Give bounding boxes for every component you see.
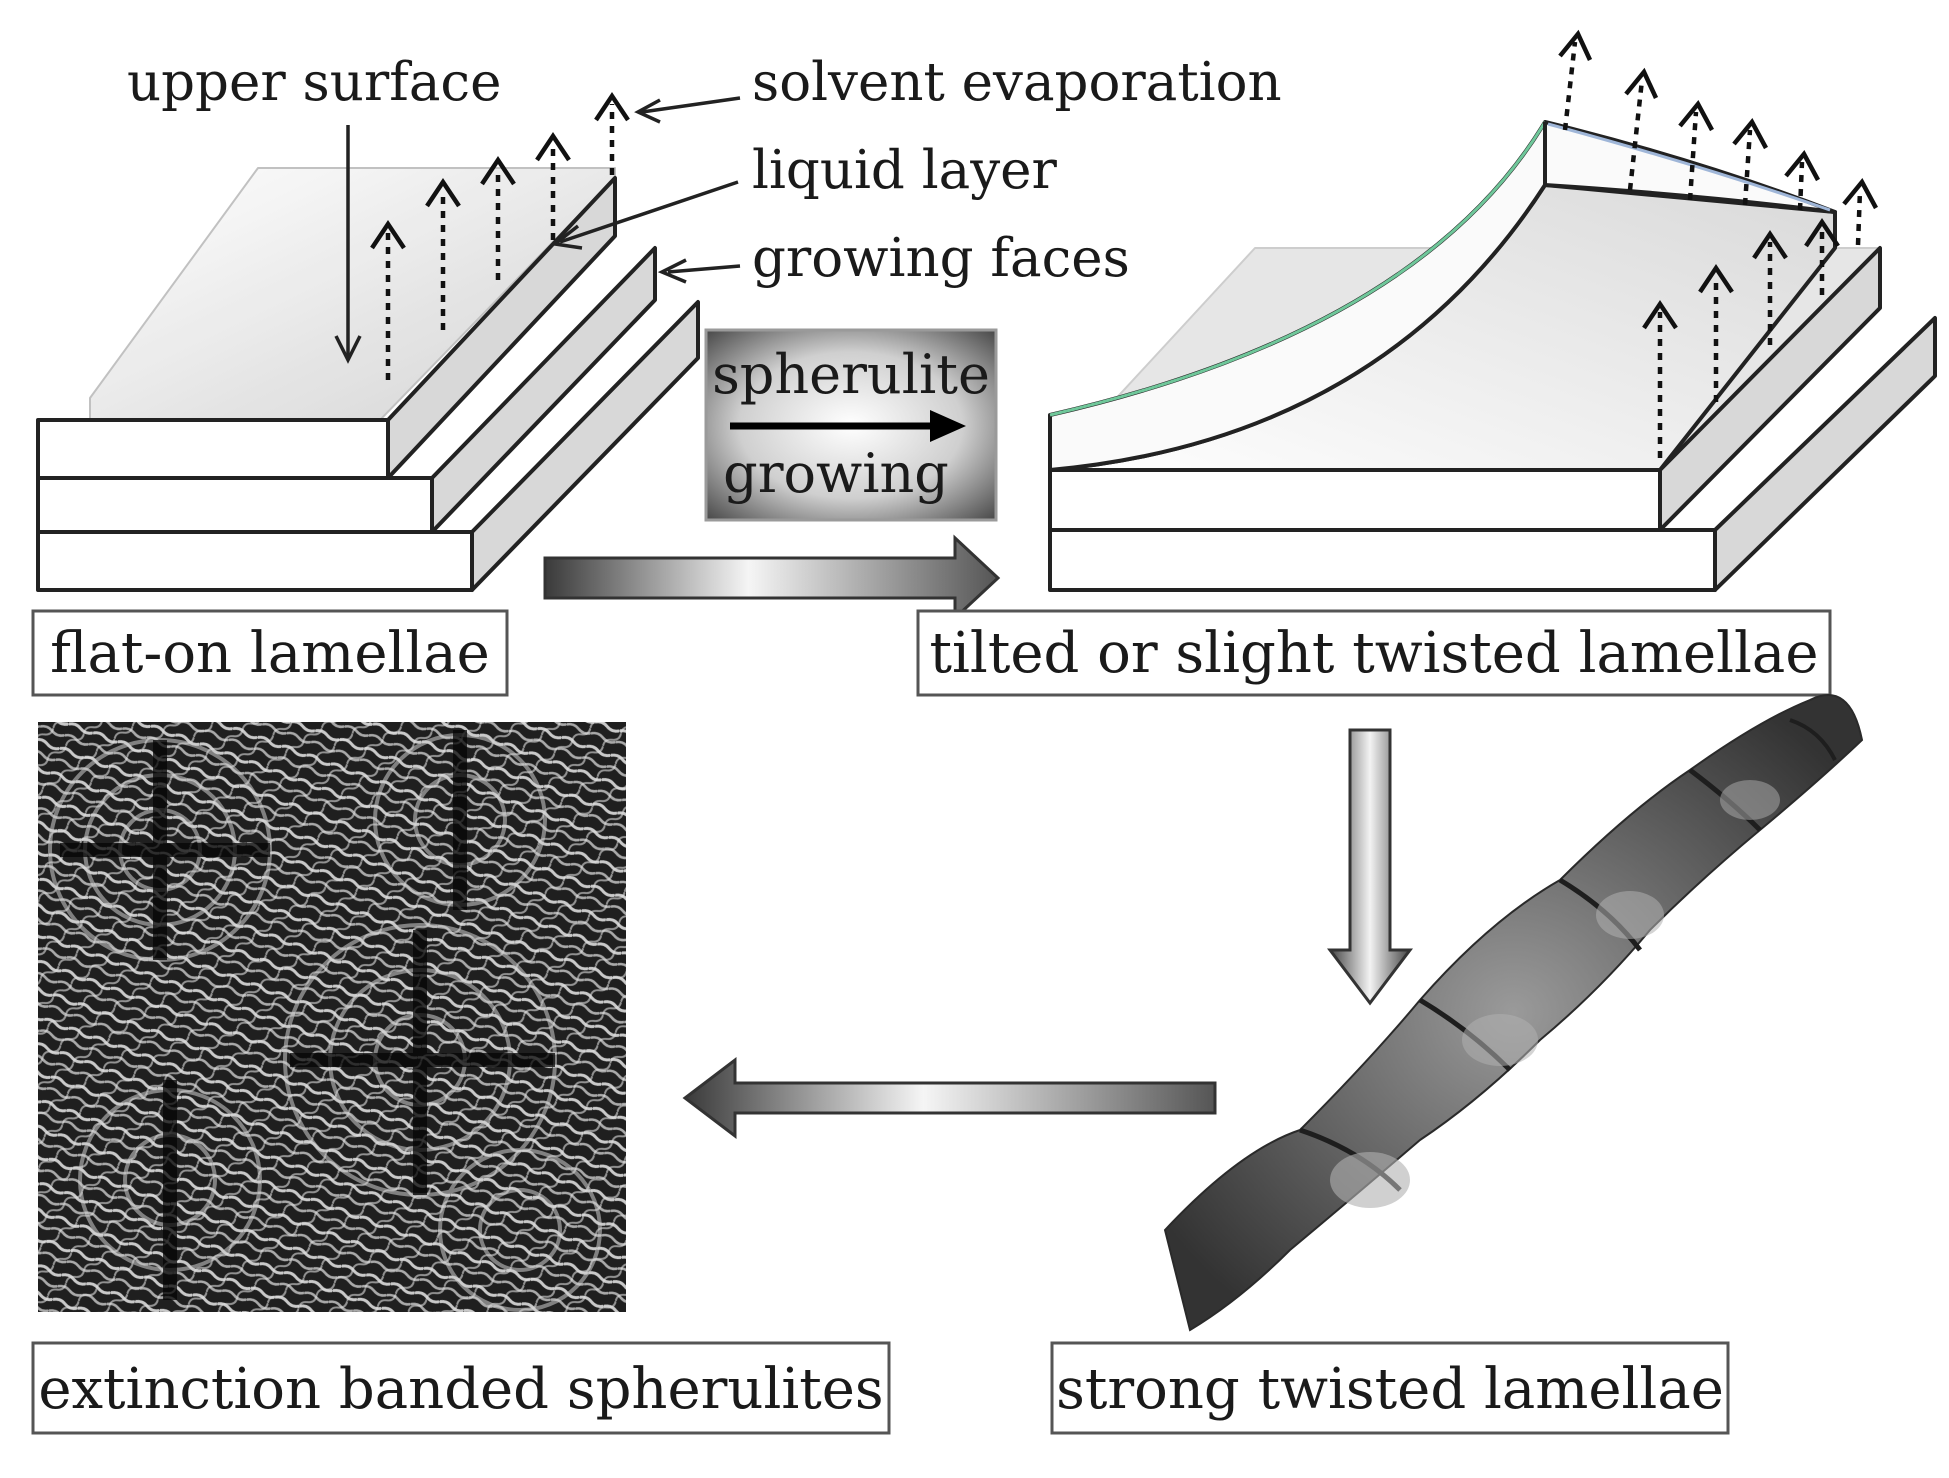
liquid-layer-label: liquid layer	[752, 140, 1058, 201]
evaporation-arrows-left	[370, 91, 630, 380]
label-tilted: tilted or slight twisted lamellae	[916, 609, 1832, 697]
strong-twisted-label: strong twisted lamellae	[1056, 1357, 1724, 1422]
solvent-evaporation-label: solvent evaporation	[752, 52, 1282, 113]
label-flat-on: flat-on lamellae	[31, 609, 509, 697]
growing-faces-pointer	[667, 264, 741, 274]
flat-on-label: flat-on lamellae	[50, 621, 490, 686]
flow-arrow-left	[682, 1056, 1217, 1140]
block-arrow-left-icon	[682, 1056, 1217, 1140]
evaporation-arrows-right	[1558, 29, 1878, 458]
spherulite-micrograph	[38, 722, 626, 1312]
process-arrow-icon	[930, 410, 966, 442]
growing-faces-label: growing faces	[752, 228, 1130, 289]
block-arrow-down-icon	[1326, 728, 1414, 1006]
process-box-line2: growing	[723, 442, 949, 505]
annotation-pointers	[334, 96, 741, 364]
block-arrow-right-icon	[543, 534, 1001, 622]
evaporation-pointer	[641, 96, 741, 114]
banded-label: extinction banded spherulites	[38, 1357, 883, 1422]
liquid-layer-pointer	[559, 180, 739, 244]
label-strong-twisted: strong twisted lamellae	[1050, 1341, 1730, 1435]
flow-arrow-right	[543, 534, 1001, 622]
spherulite-growing-box: spherulite growing	[704, 328, 998, 522]
tilted-label: tilted or slight twisted lamellae	[930, 621, 1819, 686]
label-banded: extinction banded spherulites	[31, 1341, 891, 1435]
process-box-line1: spherulite	[712, 343, 990, 406]
tilted-lamellae-stack	[1048, 120, 1937, 592]
flat-on-lamellae-stack	[36, 167, 700, 592]
upper-surface-label: upper surface	[127, 52, 501, 113]
twisted-lamella-helix	[1163, 694, 1864, 1332]
flow-arrow-down	[1326, 728, 1414, 1006]
